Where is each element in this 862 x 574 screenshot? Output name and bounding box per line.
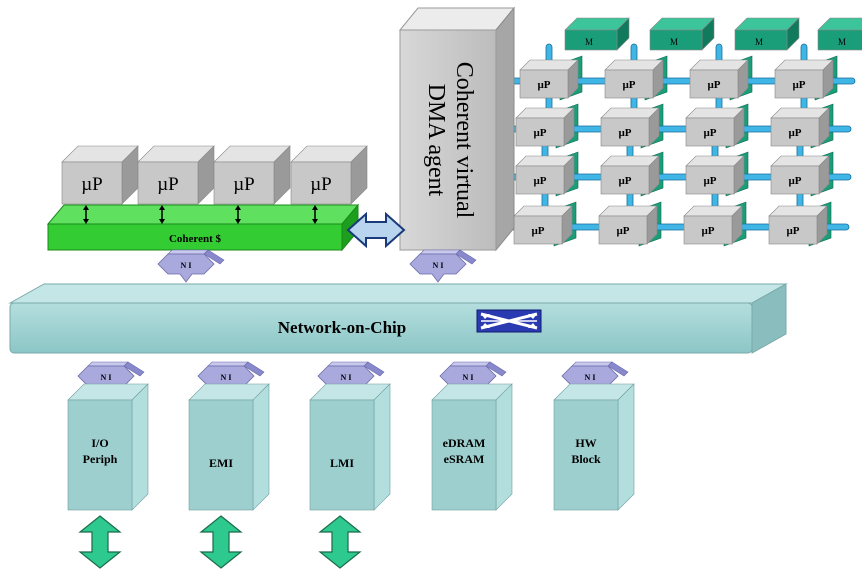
- mesh-processor-node: [689, 59, 749, 99]
- mesh-processor-node: [770, 155, 830, 195]
- cluster-processor-label: µP: [310, 174, 332, 195]
- cluster-processor: [137, 145, 215, 205]
- cluster-processor: [61, 145, 139, 205]
- mesh-processor-label: µP: [533, 175, 546, 187]
- mesh-processor-label: µP: [707, 79, 720, 91]
- mesh-processor-node: [770, 107, 830, 147]
- network-on-chip-bar: Network-on-Chip: [8, 283, 788, 354]
- block-label: EMI: [209, 456, 233, 470]
- cluster-processor-label: µP: [157, 174, 179, 195]
- peripheral-blocks: I/O Periph EMI LMI eDRAM eSRAM HW Block: [67, 383, 635, 511]
- switch-icon: [476, 309, 542, 333]
- block-label: eDRAM: [443, 436, 486, 450]
- cluster-processor: [290, 145, 368, 205]
- ni-label: N I: [181, 261, 192, 270]
- ni-label: N I: [221, 373, 232, 382]
- block-label: I/O: [91, 436, 108, 450]
- cluster-processor: [213, 145, 291, 205]
- ni-label: N I: [585, 373, 596, 382]
- mesh-processor-label: µP: [788, 127, 801, 139]
- mesh-processor-node: [519, 59, 579, 99]
- mesh-processor-node: [768, 205, 828, 245]
- mesh-processor-label: µP: [622, 79, 635, 91]
- mesh-processor-label: µP: [537, 79, 550, 91]
- mesh-back-block: [564, 17, 630, 51]
- ni-label: N I: [433, 261, 444, 270]
- external-io-arrows: [78, 515, 362, 569]
- cluster-processor-label: µP: [81, 174, 103, 195]
- mesh-back-block: [817, 17, 862, 51]
- mesh-processor-label: µP: [792, 79, 805, 91]
- mesh-back-label: M: [670, 37, 678, 47]
- io-double-arrow: [318, 515, 362, 569]
- mesh-back-block: [649, 17, 715, 51]
- block-label: Block: [571, 452, 601, 466]
- mesh-processor-label: µP: [531, 225, 544, 237]
- mesh-processor-label: µP: [618, 127, 631, 139]
- mesh-processor-node: [515, 107, 575, 147]
- mesh-processor-node: [513, 205, 573, 245]
- cpu-cluster: Coherent $ µP µP µP µP: [46, 145, 368, 252]
- mesh-processor-label: µP: [703, 127, 716, 139]
- mesh-processor-node: [600, 107, 660, 147]
- mesh-processor-label: µP: [703, 175, 716, 187]
- network-interface: N I: [157, 249, 225, 283]
- mesh-processor-node: [685, 107, 745, 147]
- mesh-processor-label: µP: [788, 175, 801, 187]
- mesh-processor-node: [600, 155, 660, 195]
- mesh-processor-node: [685, 155, 745, 195]
- block-label: Periph: [83, 452, 118, 466]
- io-double-arrow: [78, 515, 122, 569]
- mesh-processor-label: µP: [618, 175, 631, 187]
- ni-label: N I: [463, 373, 474, 382]
- coherent-cache: [47, 223, 343, 251]
- dma-agent-label-line2: DMA agent: [423, 84, 449, 197]
- block-label: LMI: [330, 456, 354, 470]
- coherent-cache-label: Coherent $: [169, 233, 222, 245]
- block-label: HW: [575, 436, 596, 450]
- mesh-back-block: [734, 17, 800, 51]
- mesh-processor-label: µP: [533, 127, 546, 139]
- mesh-processor-node: [515, 155, 575, 195]
- dma-agent-label-line1: Coherent virtual: [451, 62, 477, 219]
- cache-dma-bidirectional-arrow: [346, 211, 406, 249]
- network-interface: N I: [197, 361, 265, 395]
- network-interfaces: N I N I N I N I N I N I N I: [77, 249, 629, 395]
- processor-mesh-array: M M M MµP µP µP µP µP µP µP µP µP µP µP µP µP µP µP µP: [491, 17, 862, 247]
- lmi-block: LMI: [309, 383, 391, 511]
- io-periph-block: I/O Periph: [67, 383, 149, 511]
- block-label: eSRAM: [444, 452, 485, 466]
- ni-label: N I: [341, 373, 352, 382]
- ni-label: N I: [101, 373, 112, 382]
- edram-esram-block: eDRAM eSRAM: [431, 383, 513, 511]
- mesh-processor-node: [683, 205, 743, 245]
- mesh-back-label: M: [585, 37, 593, 47]
- network-interface: N I: [409, 249, 477, 283]
- mesh-back-label: M: [838, 37, 846, 47]
- mesh-processor-label: µP: [616, 225, 629, 237]
- mesh-processor-node: [774, 59, 834, 99]
- mesh-processor-label: µP: [786, 225, 799, 237]
- dma-agent-block: Coherent virtual DMA agent: [398, 6, 516, 252]
- noc-label: Network-on-Chip: [278, 318, 406, 337]
- cluster-processor-label: µP: [233, 174, 255, 195]
- mesh-processor-node: [604, 59, 664, 99]
- hw-block: HW Block: [553, 383, 635, 511]
- emi-block: EMI: [188, 383, 270, 511]
- mesh-processor-node: [598, 205, 658, 245]
- mesh-processor-label: µP: [701, 225, 714, 237]
- mesh-back-label: M: [755, 37, 763, 47]
- io-double-arrow: [199, 515, 243, 569]
